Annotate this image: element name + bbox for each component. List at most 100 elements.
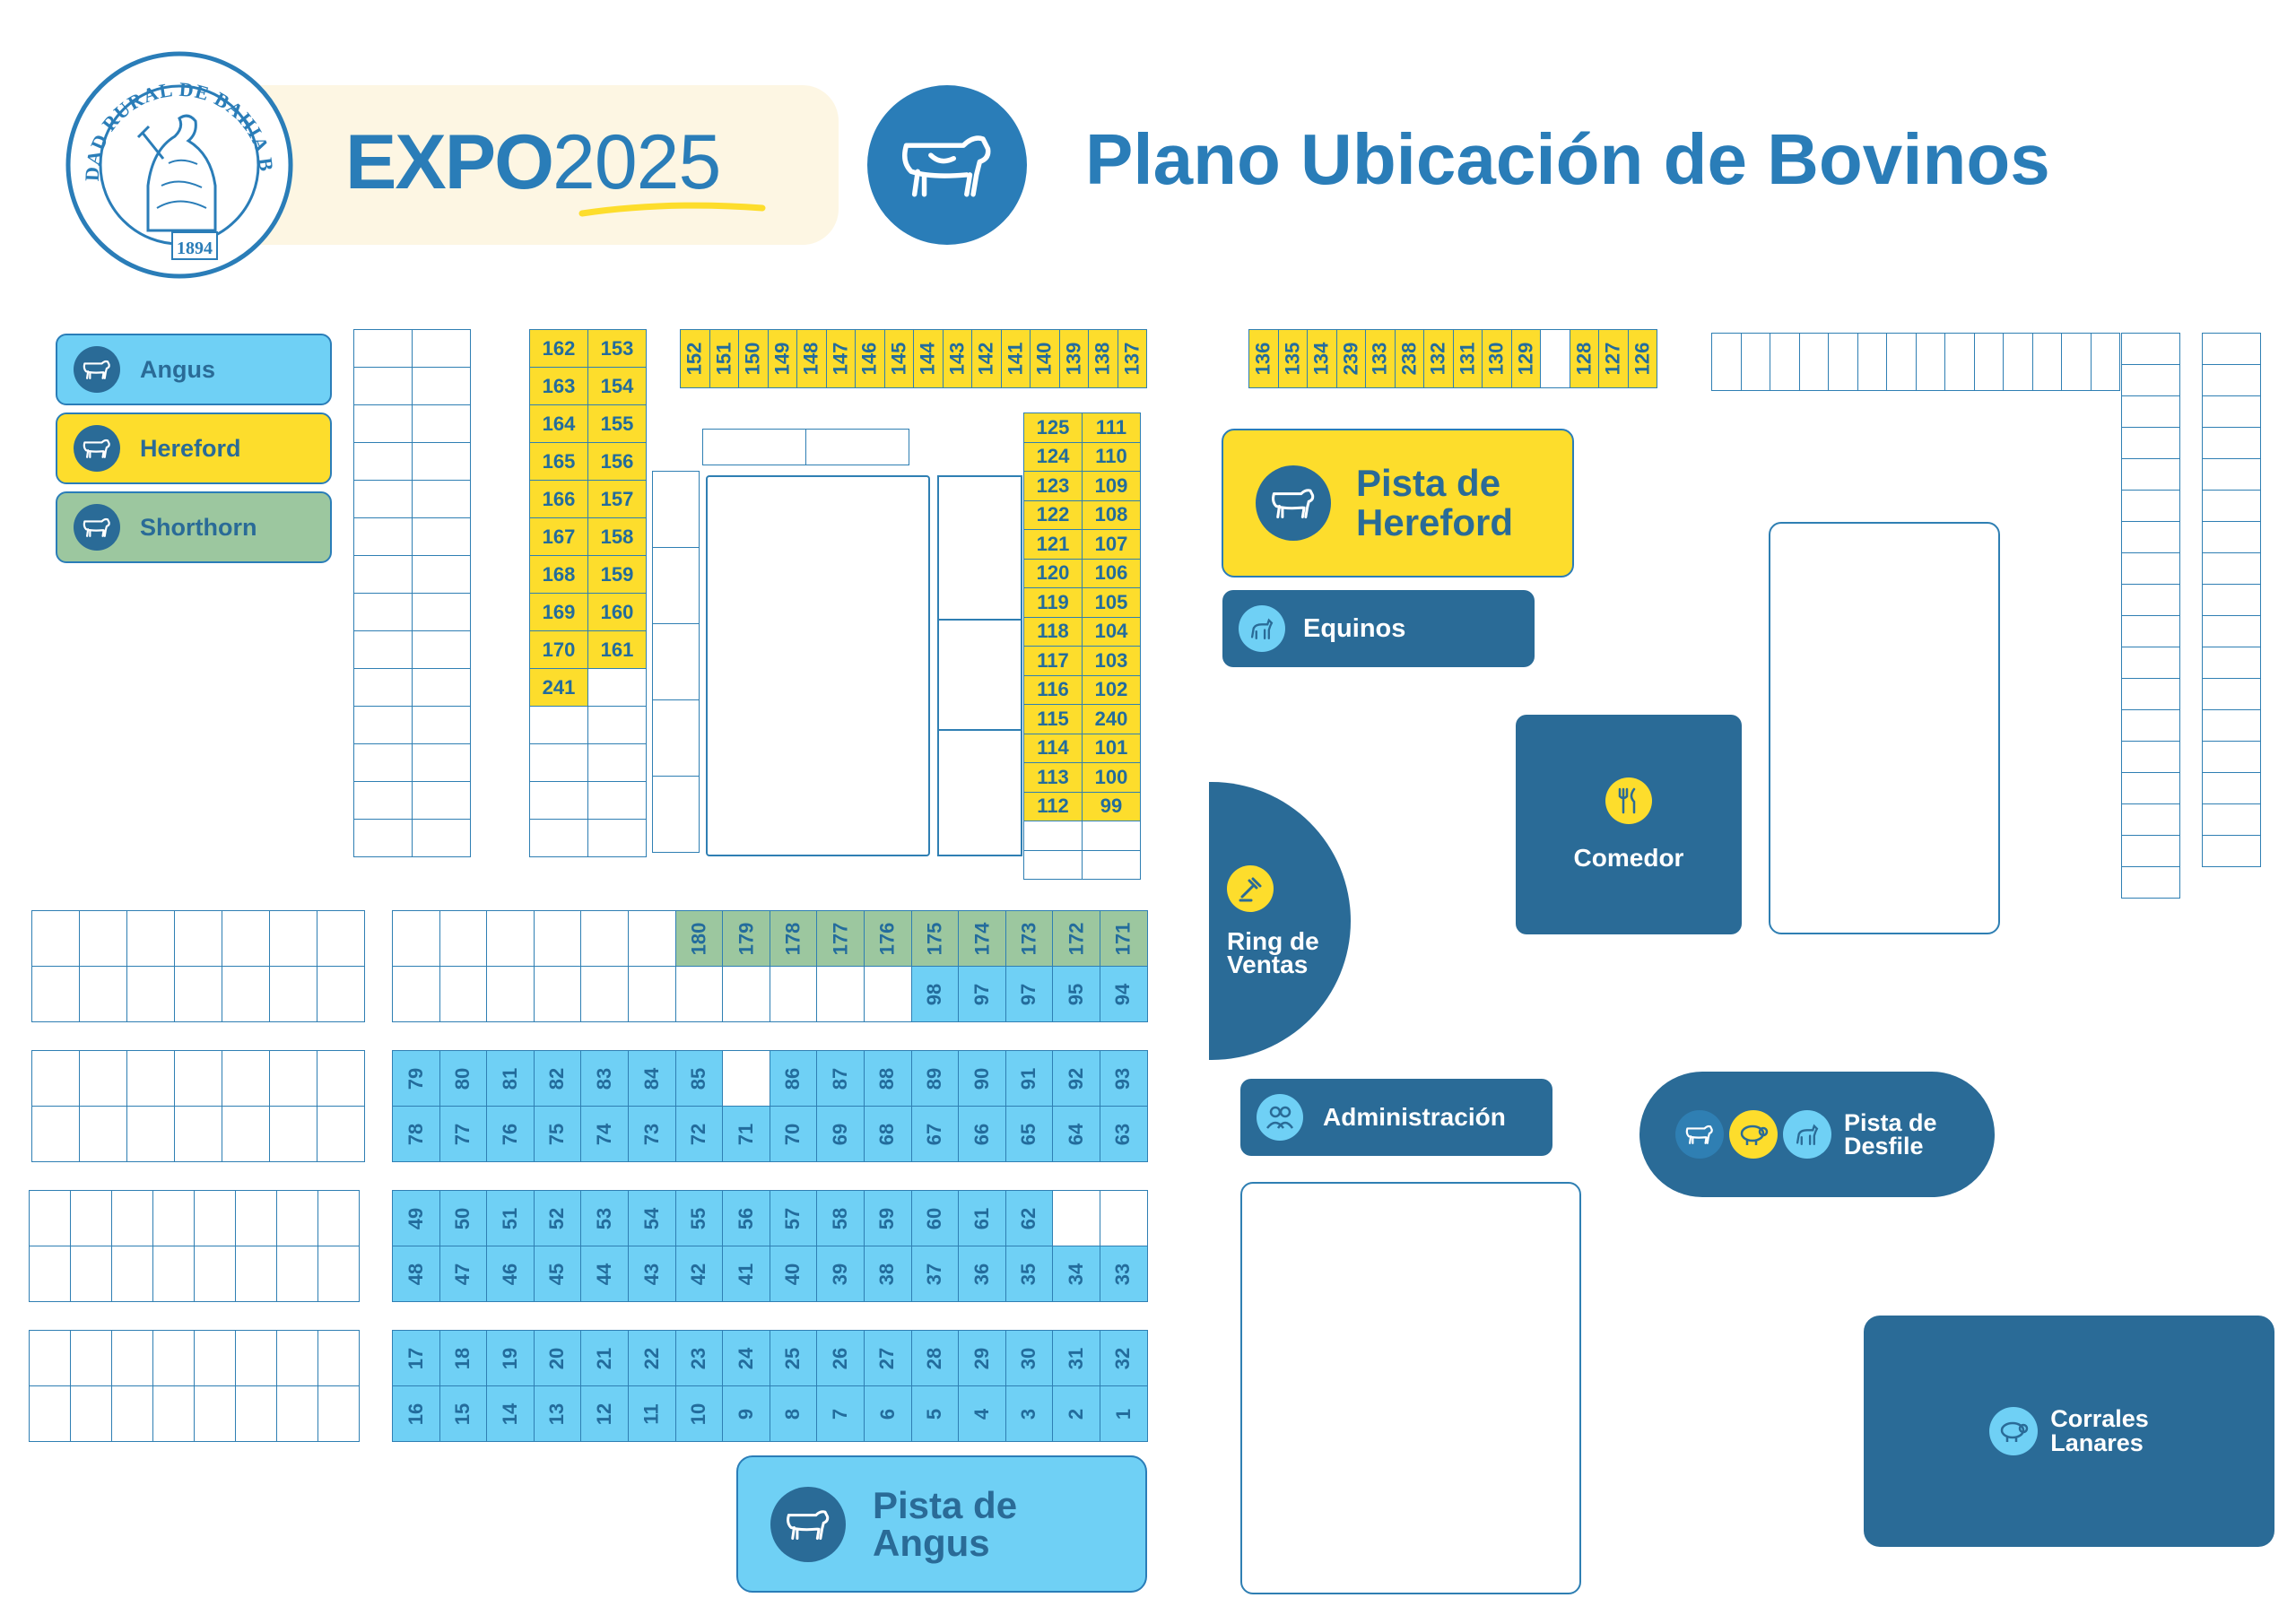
pen-174: 174 xyxy=(958,910,1006,967)
pen-empty xyxy=(317,1190,360,1246)
pen-12: 12 xyxy=(580,1385,629,1442)
pen-empty xyxy=(412,706,471,744)
pen-number: 48 xyxy=(404,1263,427,1285)
pen-number: 72 xyxy=(687,1123,710,1145)
expo-logo: EXPO 2025 xyxy=(345,118,721,208)
pen-5: 5 xyxy=(910,1385,960,1442)
pen-number: 127 xyxy=(1601,342,1624,376)
pen-131: 131 xyxy=(1452,329,1483,388)
pen-number: 37 xyxy=(923,1263,946,1285)
pen-number: 97 xyxy=(1017,983,1040,1005)
pen-161: 161 xyxy=(587,630,647,669)
pen-grid xyxy=(29,1330,360,1442)
pen-empty xyxy=(152,1330,195,1386)
pen-empty xyxy=(174,966,222,1022)
pen-165: 165 xyxy=(529,442,588,481)
pen-empty xyxy=(587,743,647,782)
cow-icon xyxy=(74,425,120,472)
pen-136: 136 xyxy=(1248,329,1279,388)
pen-number: 148 xyxy=(799,342,822,376)
pen-number: 4 xyxy=(970,1408,993,1420)
pen-93: 93 xyxy=(1099,1050,1148,1107)
pen-empty xyxy=(529,743,588,782)
pen-number: 20 xyxy=(545,1347,569,1369)
pen-19: 19 xyxy=(486,1330,535,1386)
pen-number: 82 xyxy=(545,1067,569,1090)
pen-133: 133 xyxy=(1365,329,1396,388)
pen-number: 60 xyxy=(923,1207,946,1229)
pen-empty xyxy=(1915,333,1945,391)
pen-number: 138 xyxy=(1091,342,1114,376)
cow-icon xyxy=(74,504,120,551)
horse-icon xyxy=(1783,1110,1831,1159)
pen-number: 89 xyxy=(923,1067,946,1090)
pista-angus[interactable]: Pista de Angus xyxy=(736,1455,1147,1593)
pen-21: 21 xyxy=(580,1330,629,1386)
pen-13: 13 xyxy=(533,1385,582,1442)
pen-empty xyxy=(235,1246,277,1302)
pen-empty xyxy=(235,1385,277,1442)
pen-117: 117 xyxy=(1023,646,1083,676)
pen-26: 26 xyxy=(816,1330,865,1386)
pen-number: 74 xyxy=(593,1123,616,1145)
pen-52: 52 xyxy=(533,1190,582,1246)
pen-73: 73 xyxy=(627,1106,676,1162)
pen-178: 178 xyxy=(769,910,818,967)
pen-empty xyxy=(79,1050,127,1107)
pen-empty xyxy=(152,1190,195,1246)
pen-number: 26 xyxy=(829,1347,852,1369)
pen-number: 9 xyxy=(734,1408,757,1420)
pen-empty xyxy=(70,1330,112,1386)
pen-number: 8 xyxy=(781,1408,804,1420)
pen-105: 105 xyxy=(1082,587,1141,618)
administracion[interactable]: Administración xyxy=(1240,1079,1552,1156)
pen-239: 239 xyxy=(1335,329,1366,388)
pen-175: 175 xyxy=(910,910,960,967)
pen-empty xyxy=(276,1190,318,1246)
pen-number: 75 xyxy=(545,1123,569,1145)
pen-empty xyxy=(2121,741,2180,773)
pen-94: 94 xyxy=(1099,966,1148,1022)
pen-number: 38 xyxy=(875,1263,899,1285)
pen-empty xyxy=(587,706,647,744)
pista-hereford[interactable]: Pista de Hereford xyxy=(1222,429,1574,578)
pen-154: 154 xyxy=(587,367,647,405)
pen-number: 71 xyxy=(734,1123,757,1145)
pen-empty xyxy=(2121,803,2180,836)
pen-108: 108 xyxy=(1082,499,1141,530)
pen-empty xyxy=(174,1106,222,1162)
pen-empty xyxy=(276,1330,318,1386)
pen-109: 109 xyxy=(1082,471,1141,501)
pen-empty xyxy=(2202,490,2261,522)
ring-de-ventas[interactable]: Ring de Ventas xyxy=(1209,782,1351,1060)
pen-empty xyxy=(353,367,413,405)
pen-number: 137 xyxy=(1120,342,1144,376)
pen-empty xyxy=(70,1246,112,1302)
pen-empty xyxy=(587,781,647,820)
pen-number: 132 xyxy=(1426,342,1449,376)
pen-number: 29 xyxy=(970,1347,993,1369)
pen-125: 125 xyxy=(1023,413,1083,443)
comedor[interactable]: Comedor xyxy=(1516,715,1742,934)
pen-number: 139 xyxy=(1062,342,1085,376)
pen-empty xyxy=(1023,849,1083,880)
equinos[interactable]: Equinos xyxy=(1222,590,1535,667)
pen-54: 54 xyxy=(627,1190,676,1246)
pista-de-desfile[interactable]: Pista de Desfile xyxy=(1639,1072,1995,1197)
pen-43: 43 xyxy=(627,1246,676,1302)
pen-143: 143 xyxy=(942,329,972,388)
pen-1: 1 xyxy=(1099,1385,1148,1442)
horse-icon xyxy=(1239,605,1285,652)
pen-empty xyxy=(1973,333,2004,391)
pen-97: 97 xyxy=(1004,966,1054,1022)
pen-78: 78 xyxy=(392,1106,440,1162)
pen-56: 56 xyxy=(722,1190,770,1246)
corrales-lanares[interactable]: Corrales Lanares xyxy=(1864,1316,2274,1547)
pen-number: 28 xyxy=(923,1347,946,1369)
pen-number: 17 xyxy=(404,1347,427,1369)
pen-number: 61 xyxy=(970,1207,993,1229)
pen-empty xyxy=(31,910,80,967)
pen-empty xyxy=(392,966,440,1022)
